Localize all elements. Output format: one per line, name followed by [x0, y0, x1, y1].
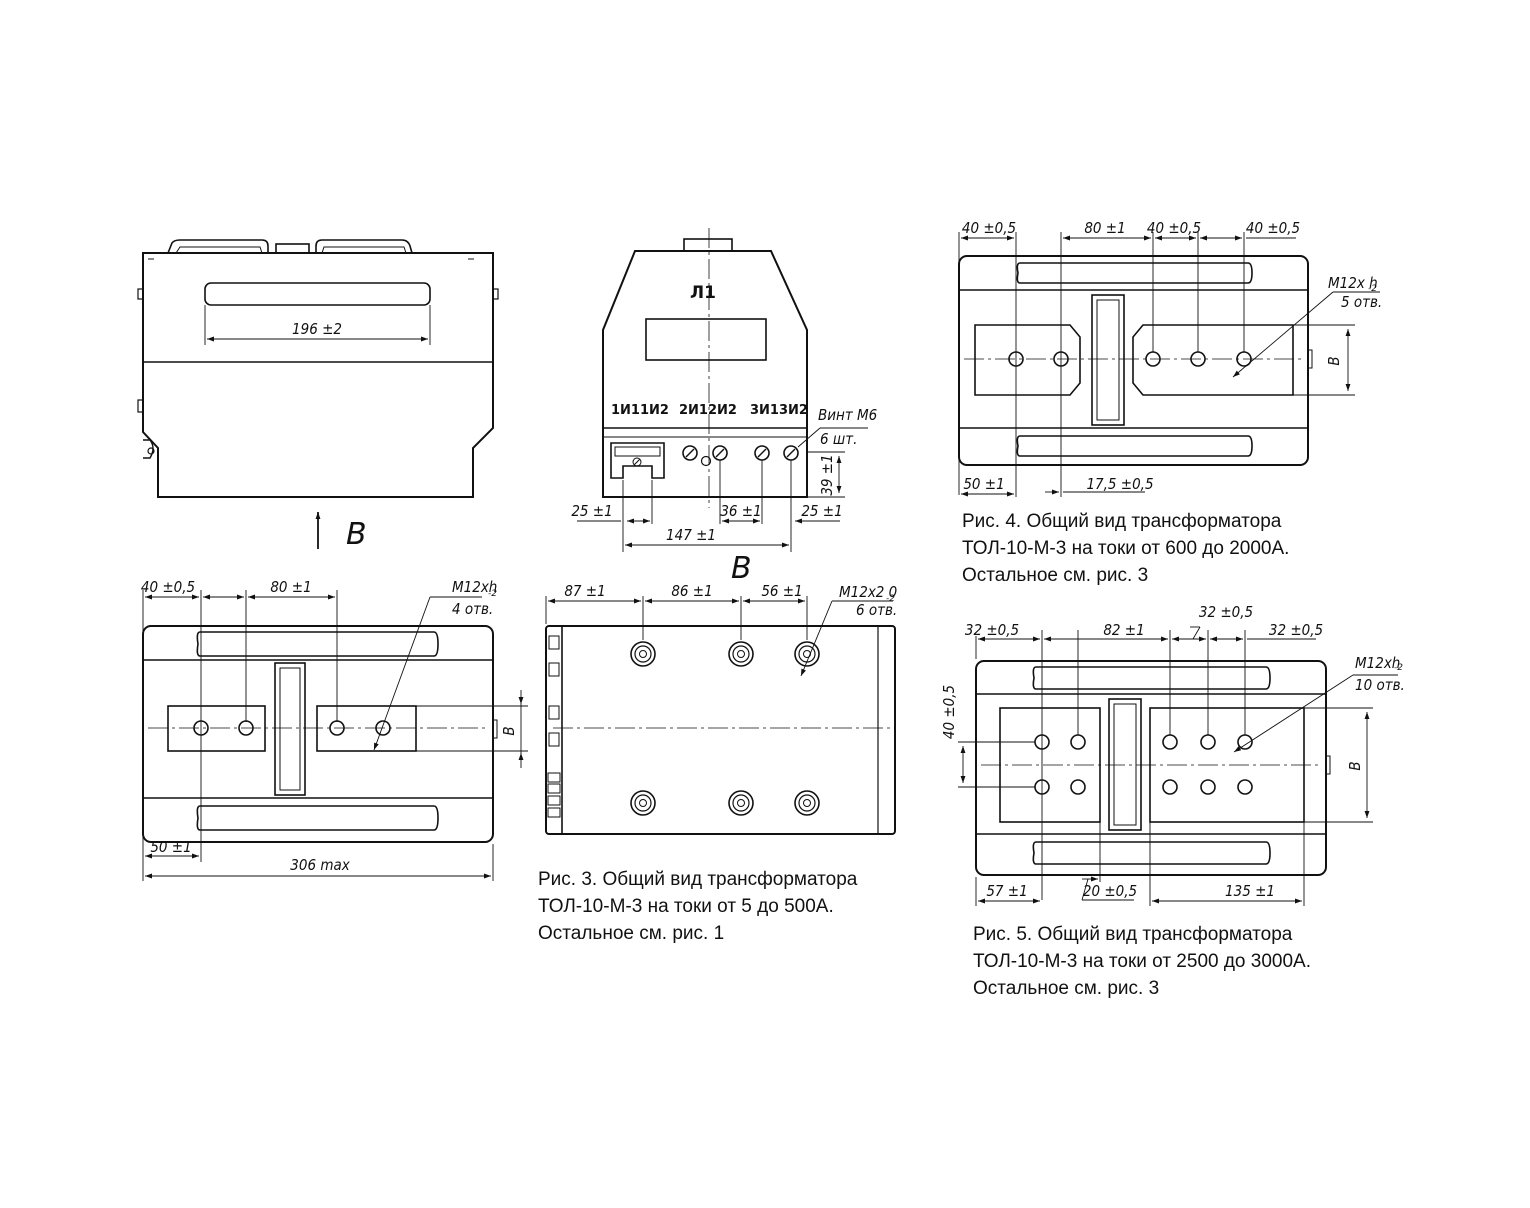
fig2-l1-marking: Л1: [690, 283, 716, 303]
fig5-dim-32a: 32 ±0,5: [965, 621, 1019, 639]
fig2-dim-25-right: 25 ±1: [801, 502, 842, 520]
fig3-holes-count: 6 отв.: [856, 601, 897, 619]
fig3-bottom-view: [545, 596, 896, 835]
fig1-view-b-label: В: [346, 517, 367, 552]
fig3-dim-56: 56 ±1: [761, 582, 802, 600]
fig5-caption-line-1: Рис. 5. Общий вид трансформатора: [973, 924, 1293, 945]
fig4-caption-line-2: ТОЛ-10-М-3 на токи от 600 до 2000А.: [962, 538, 1290, 559]
fig5-dim-32b: 32 ±0,5: [1199, 603, 1253, 621]
fig2-view-b-label: В: [731, 551, 752, 586]
fig1-dim-40: 40 ±0,5: [141, 578, 195, 596]
fig2-screw-label: Винт М6: [818, 406, 877, 424]
fig4-b-dimension: В: [1325, 356, 1343, 365]
fig1-dim-80: 80 ±1: [270, 578, 311, 596]
fig2-terminal-1i1: 1И1: [611, 403, 640, 418]
fig1-thread-tolerance: -2: [488, 589, 497, 599]
fig5-caption-line-2: ТОЛ-10-М-3 на токи от 2500 до 3000А.: [973, 951, 1312, 972]
fig3-caption-line-1: Рис. 3. Общий вид трансформатора: [538, 869, 858, 890]
fig4-holes-count: 5 отв.: [1341, 293, 1382, 311]
fig5-dim-40-vertical: 40 ±0,5: [940, 685, 958, 739]
fig2-dim-25-left: 25 ±1: [571, 502, 612, 520]
fig4-bottom-view: [958, 232, 1380, 497]
fig3-caption-line-3: Остальное см. рис. 1: [538, 923, 725, 944]
fig4-dim-40b: 40 ±0,5: [1147, 219, 1201, 237]
fig5-dim-135: 135 ±1: [1225, 882, 1275, 900]
fig4-dim-17: 17,5 ±0,5: [1086, 475, 1153, 493]
fig5-caption-line-3: Остальное см. рис. 3: [973, 978, 1160, 999]
fig2-dim-147: 147 ±1: [666, 526, 716, 544]
fig4-thread-label: M12x h: [1328, 274, 1378, 292]
fig5-dim-32c: 32 ±0,5: [1269, 621, 1323, 639]
fig2-terminal-3i1: 3И1: [750, 403, 779, 418]
fig5-thread-tolerance: -2: [1394, 663, 1403, 673]
fig5-dim-82: 82 ±1: [1103, 621, 1144, 639]
fig3-thread-label: M12x2 0: [839, 583, 897, 601]
fig1-dim-306: 306 max: [290, 856, 350, 874]
fig1-thread-label: M12xh: [452, 578, 497, 596]
fig2-terminal-1i2: 1И2: [640, 403, 669, 418]
fig1-dim-196: 196 ±2: [292, 320, 342, 338]
fig3-thread-tolerance: -2: [886, 594, 895, 604]
fig4-dim-40a: 40 ±0,5: [962, 219, 1016, 237]
fig5-dim-57: 57 ±1: [986, 882, 1027, 900]
fig3-dim-87: 87 ±1: [564, 582, 605, 600]
fig2-terminal-3i2: 3И2: [779, 403, 808, 418]
fig3-caption-line-2: ТОЛ-10-М-3 на токи от 5 до 500А.: [538, 896, 834, 917]
fig4-caption: Рис. 4. Общий вид трансформатора ТОЛ-10-…: [962, 508, 1289, 589]
fig3-dim-86: 86 ±1: [671, 582, 712, 600]
fig2-screw-qty: 6 шт.: [820, 430, 857, 448]
fig3-caption: Рис. 3. Общий вид трансформатора ТОЛ-10-…: [538, 866, 857, 947]
fig1-bottom-view: [142, 590, 528, 881]
fig2-terminal-2i1: 2И1: [679, 403, 708, 418]
fig4-caption-line-3: Остальное см. рис. 3: [962, 565, 1149, 586]
fig5-caption: Рис. 5. Общий вид трансформатора ТОЛ-10-…: [973, 921, 1311, 1002]
fig2-dim-36: 36 ±1: [720, 502, 761, 520]
fig4-caption-line-1: Рис. 4. Общий вид трансформатора: [962, 511, 1282, 532]
fig1-dim-50: 50 ±1: [150, 838, 191, 856]
fig2-side-view: [577, 228, 868, 552]
fig1-front-view: [137, 239, 499, 549]
fig4-thread-tolerance: -2: [1368, 284, 1377, 294]
fig5-dim-20: 20 ±0,5: [1083, 882, 1137, 900]
fig1-b-dimension: В: [500, 726, 518, 735]
fig5-bottom-view: [958, 626, 1398, 906]
fig4-dim-40c: 40 ±0,5: [1246, 219, 1300, 237]
fig2-dim-39: 39 ±1: [818, 454, 836, 495]
fig4-dim-50: 50 ±1: [963, 475, 1004, 493]
fig4-dim-80: 80 ±1: [1084, 219, 1125, 237]
fig5-holes-count: 10 отв.: [1355, 676, 1405, 694]
fig1-holes-count: 4 отв.: [452, 600, 493, 618]
fig5-thread-label: M12xh: [1355, 654, 1400, 672]
fig2-terminal-2i2: 2И2: [708, 403, 737, 418]
fig5-b-dimension: В: [1346, 761, 1364, 770]
